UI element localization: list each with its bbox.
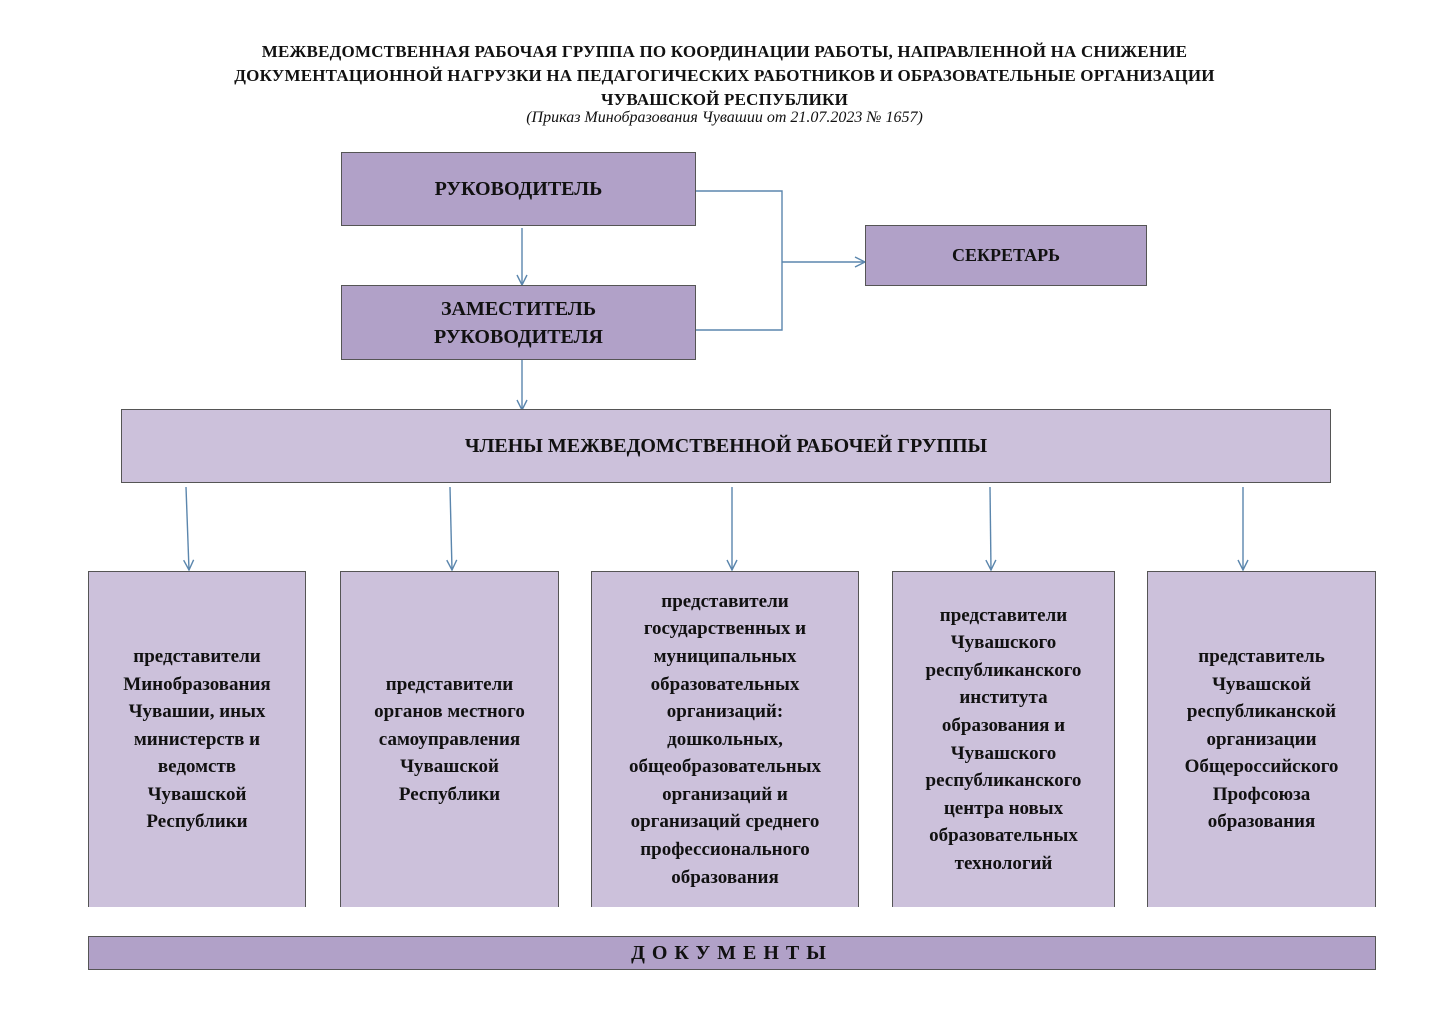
- order-reference: (Приказ Минобразования Чувашии от 21.07.…: [526, 109, 923, 126]
- rep-line: организаций среднего: [630, 811, 820, 833]
- rep-line: Чувашской: [1212, 673, 1311, 695]
- rep-line: представители: [385, 673, 514, 695]
- members-to-rep-2-arrow: [450, 486, 452, 570]
- rep-line: организаций и: [662, 783, 788, 805]
- members-to-rep-1-arrow: [186, 486, 189, 570]
- rep-line: образования: [671, 866, 779, 888]
- rep-line: технологий: [954, 852, 1053, 874]
- rep-box-educational-organizations: представители государственных и муниципа…: [591, 571, 859, 907]
- rep-box-ministries: представители Минобразования Чувашии, ин…: [88, 571, 306, 907]
- rep-line: образовательных: [650, 673, 800, 695]
- rep-line: Чувашской: [400, 756, 499, 778]
- deputy-box: ЗАМЕСТИТЕЛЬ РУКОВОДИТЕЛЯ: [341, 285, 696, 360]
- rep-line: Чувашской: [147, 783, 247, 805]
- members-box: ЧЛЕНЫ МЕЖВЕДОМСТВЕННОЙ РАБОЧЕЙ ГРУППЫ: [121, 409, 1331, 483]
- rep-line: Республики: [146, 811, 248, 833]
- rep-line: представители: [133, 645, 261, 667]
- rep-line: органов местного: [374, 701, 525, 723]
- diagram-title: МЕЖВЕДОМСТВЕННАЯ РАБОЧАЯ ГРУППА ПО КООРД…: [60, 40, 1389, 112]
- rep-line: Общероссийского: [1184, 756, 1339, 778]
- deputy-label-line-1: ЗАМЕСТИТЕЛЬ: [440, 297, 597, 320]
- rep-line: муниципальных: [653, 645, 797, 667]
- rep-line: Чувашского: [950, 742, 1057, 764]
- rep-line: организации: [1206, 728, 1317, 750]
- title-line-3: ЧУВАШСКОЙ РЕСПУБЛИКИ: [601, 90, 848, 109]
- head-label: РУКОВОДИТЕЛЬ: [434, 178, 603, 200]
- rep-line: образования: [1207, 811, 1316, 833]
- members-to-rep-4-arrow: [990, 486, 991, 570]
- documents-bar: ДОКУМЕНТЫ: [88, 936, 1376, 970]
- rep-line: организаций:: [666, 701, 784, 723]
- members-label: ЧЛЕНЫ МЕЖВЕДОМСТВЕННОЙ РАБОЧЕЙ ГРУППЫ: [464, 435, 988, 457]
- title-line-2: ДОКУМЕНТАЦИОННОЙ НАГРУЗКИ НА ПЕДАГОГИЧЕС…: [234, 66, 1215, 85]
- rep-line: дошкольных,: [667, 728, 783, 750]
- rep-line: представители: [939, 604, 1068, 626]
- rep-line: Чувашского: [950, 632, 1057, 654]
- rep-line: центра новых: [943, 797, 1064, 819]
- title-line-1: МЕЖВЕДОМСТВЕННАЯ РАБОЧАЯ ГРУППА ПО КООРД…: [261, 42, 1188, 61]
- rep-line: министерств и: [133, 728, 261, 750]
- documents-label: ДОКУМЕНТЫ: [631, 941, 833, 964]
- rep-line: института: [959, 687, 1048, 709]
- rep-line: республиканской: [1186, 701, 1337, 723]
- rep-line: образовательных: [929, 825, 1078, 847]
- rep-line: профессионального: [640, 839, 810, 861]
- rep-box-local-government: представители органов местного самоуправ…: [340, 571, 559, 907]
- rep-line: самоуправления: [378, 728, 521, 750]
- rep-line: Минобразования: [123, 673, 271, 695]
- rep-line: Республики: [398, 783, 501, 805]
- rep-line: Профсоюза: [1212, 783, 1311, 805]
- rep-line: ведомств: [157, 756, 237, 778]
- rep-line: республиканского: [925, 659, 1082, 681]
- deputy-label-line-2: РУКОВОДИТЕЛЯ: [434, 325, 603, 348]
- rep-box-institute: представители Чувашского республиканског…: [892, 571, 1115, 907]
- rep-line: представители: [661, 590, 789, 612]
- head-box: РУКОВОДИТЕЛЬ: [341, 152, 696, 226]
- secretary-label: СЕКРЕТАРЬ: [951, 245, 1061, 265]
- head-to-secretary-connector: [695, 190, 783, 331]
- secretary-box: СЕКРЕТАРЬ: [865, 225, 1147, 286]
- rep-box-union: представитель Чувашской республиканской …: [1147, 571, 1376, 907]
- rep-line: Чувашии, иных: [128, 701, 266, 723]
- rep-line: образования и: [941, 714, 1066, 736]
- rep-line: общеобразовательных: [628, 756, 822, 778]
- rep-line: республиканского: [925, 770, 1082, 792]
- rep-line: представитель: [1198, 645, 1325, 667]
- rep-line: государственных и: [643, 618, 807, 640]
